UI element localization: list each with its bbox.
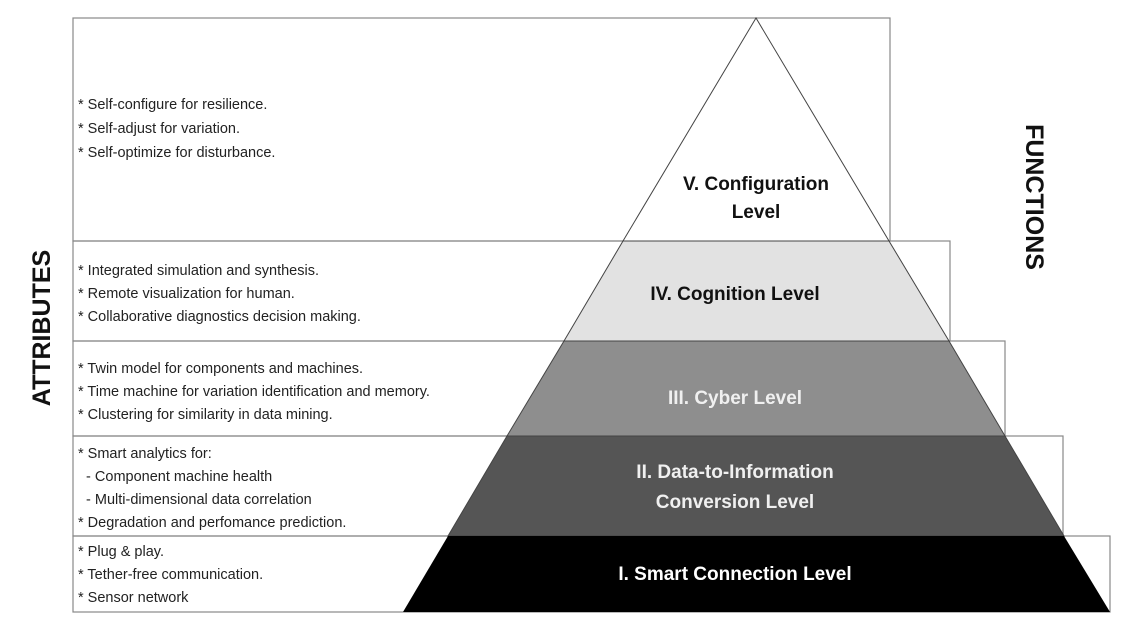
attribute-item: * Remote visualization for human. — [78, 286, 295, 302]
attribute-item: * Self-configure for resilience. — [78, 97, 267, 113]
level-2-title-line-1: II. Data-to-Information — [636, 462, 833, 483]
attribute-item: * Collaborative diagnostics decision mak… — [78, 309, 361, 325]
level-5-title-line-1: V. Configuration — [683, 174, 829, 195]
attribute-item: * Twin model for components and machines… — [78, 361, 363, 377]
attribute-item: - Component machine health — [78, 469, 272, 485]
attribute-item: * Sensor network — [78, 590, 189, 606]
attribute-item: * Degradation and perfomance prediction. — [78, 515, 346, 531]
level-5-title-line-2: Level — [732, 202, 781, 223]
level-1-title: I. Smart Connection Level — [618, 564, 851, 585]
level-4-title: IV. Cognition Level — [650, 284, 819, 305]
level-3-title: III. Cyber Level — [668, 388, 802, 409]
attribute-item: * Self-optimize for disturbance. — [78, 145, 275, 161]
pyramid-level-1 — [403, 536, 1110, 612]
functions-axis-label: FUNCTIONS — [1020, 124, 1048, 270]
attribute-item: * Time machine for variation identificat… — [78, 384, 430, 400]
pyramid-level-2 — [447, 435, 1065, 537]
attribute-item: * Smart analytics for: — [78, 446, 212, 462]
attributes-axis-label: ATTRIBUTES — [28, 250, 56, 406]
attribute-item: * Integrated simulation and synthesis. — [78, 263, 319, 279]
attribute-item: - Multi-dimensional data correlation — [78, 492, 312, 508]
attribute-item: * Plug & play. — [78, 544, 164, 560]
attribute-item: * Clustering for similarity in data mini… — [78, 407, 333, 423]
attribute-item: * Self-adjust for variation. — [78, 121, 240, 137]
level-2-title-line-2: Conversion Level — [656, 492, 814, 513]
attribute-item: * Tether-free communication. — [78, 567, 263, 583]
